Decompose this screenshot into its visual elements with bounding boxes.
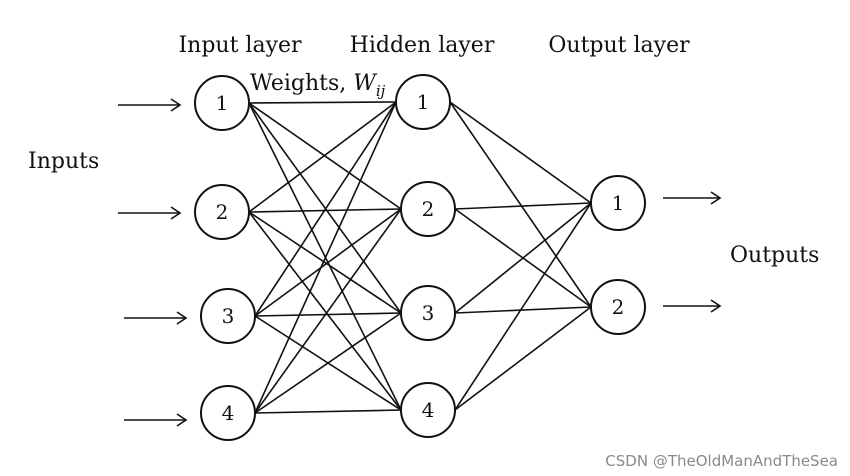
- hidden-node-3-label: 3: [422, 301, 435, 325]
- input-arrow-1-head: [170, 98, 182, 112]
- input-node-2: 2: [194, 184, 250, 240]
- output-node-2-circle: [590, 279, 646, 335]
- input-arrow-3-head: [176, 311, 188, 325]
- weights-symbol: W: [353, 71, 378, 96]
- output-arrow-1: [663, 191, 722, 205]
- hidden-node-2: 2: [400, 181, 456, 237]
- hidden-node-4-label: 4: [422, 398, 435, 422]
- edge-input-4-hidden-3: [254, 312, 402, 414]
- edge-input-2-hidden-3: [248, 211, 402, 314]
- output-arrow-2: [663, 299, 722, 313]
- output-node-2-label: 2: [612, 295, 625, 319]
- weights-subscript: ij: [376, 82, 386, 100]
- input-node-3: 3: [200, 288, 256, 344]
- input-arrow-3: [124, 311, 188, 325]
- hidden-node-4: 4: [400, 382, 456, 438]
- edge-hidden-3-output-2: [454, 306, 592, 314]
- edge-hidden-4-output-1: [454, 202, 592, 411]
- input-arrow-1: [118, 98, 182, 112]
- edge-input-4-hidden-4: [254, 409, 402, 414]
- hidden-node-1: 1: [395, 74, 451, 130]
- output-node-1-circle: [590, 175, 646, 231]
- edge-input-4-hidden-1: [254, 101, 397, 414]
- input-node-1-label: 1: [216, 91, 229, 115]
- hidden-node-1-circle: [395, 74, 451, 130]
- edge-hidden-3-output-1: [454, 202, 592, 314]
- network-nodes: 1 2 3 4 1 2 3 4 1 2: [194, 74, 646, 441]
- edge-hidden-4-output-2: [454, 306, 592, 411]
- input-node-2-circle: [194, 184, 250, 240]
- edge-input-1-hidden-3: [248, 102, 402, 314]
- input-node-4-label: 4: [222, 401, 235, 425]
- weights-label: Weights, Wij: [250, 71, 386, 100]
- input-node-1: 1: [194, 75, 250, 131]
- edge-hidden-1-output-1: [449, 101, 592, 204]
- hidden-node-2-circle: [400, 181, 456, 237]
- hidden-node-4-circle: [400, 382, 456, 438]
- input-arrow-4-head: [176, 413, 188, 427]
- edge-input-4-hidden-2: [254, 208, 402, 414]
- hidden-node-3-circle: [400, 285, 456, 341]
- input-layer-label: Input layer: [178, 33, 302, 58]
- connection-edges: [248, 101, 592, 414]
- input-node-4: 4: [200, 385, 256, 441]
- edge-input-3-hidden-2: [254, 208, 402, 317]
- edge-input-1-hidden-4: [248, 102, 402, 411]
- edge-input-3-hidden-3: [254, 312, 402, 317]
- edge-input-2-hidden-4: [248, 211, 402, 411]
- input-arrow-2: [118, 206, 182, 220]
- output-node-1: 1: [590, 175, 646, 231]
- output-arrow-1-head: [710, 191, 722, 205]
- edge-input-2-hidden-1: [248, 101, 397, 213]
- io-arrows: [118, 98, 722, 427]
- hidden-node-2-label: 2: [422, 197, 435, 221]
- input-node-4-circle: [200, 385, 256, 441]
- input-node-3-label: 3: [222, 304, 235, 328]
- output-node-1-label: 1: [612, 191, 625, 215]
- input-node-1-circle: [194, 75, 250, 131]
- hidden-node-3: 3: [400, 285, 456, 341]
- input-node-3-circle: [200, 288, 256, 344]
- watermark-text: CSDN @TheOldManAndTheSea: [605, 452, 838, 470]
- outputs-label: Outputs: [730, 243, 819, 268]
- input-arrow-2-head: [170, 206, 182, 220]
- input-node-2-label: 2: [216, 200, 229, 224]
- edge-input-3-hidden-1: [254, 101, 397, 317]
- hidden-node-1-label: 1: [417, 90, 430, 114]
- edge-hidden-1-output-2: [449, 101, 592, 308]
- output-arrow-2-head: [710, 299, 722, 313]
- inputs-label: Inputs: [28, 149, 99, 174]
- edge-input-1-hidden-1: [248, 101, 397, 104]
- output-layer-label: Output layer: [548, 33, 690, 58]
- output-node-2: 2: [590, 279, 646, 335]
- weights-prefix: Weights,: [250, 71, 353, 96]
- input-arrow-4: [124, 413, 188, 427]
- hidden-layer-label: Hidden layer: [350, 33, 495, 58]
- edge-hidden-2-output-1: [454, 202, 592, 210]
